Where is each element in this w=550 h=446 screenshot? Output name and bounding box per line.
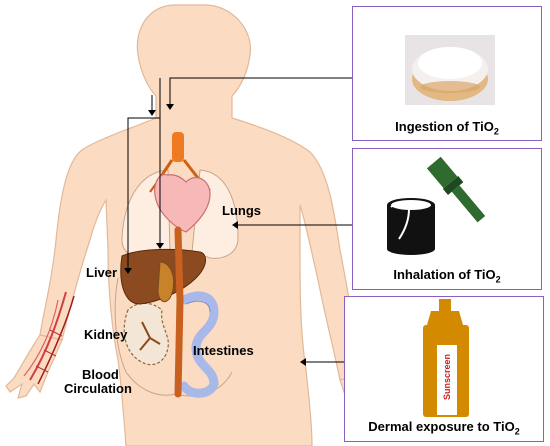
dermal-caption: Dermal exposure to TiO2 (345, 419, 543, 437)
arrowheads (124, 104, 174, 274)
dermal-sub: 2 (514, 426, 520, 437)
heart-graphic (154, 174, 211, 233)
inhalation-panel: Inhalation of TiO2 (352, 148, 542, 290)
inhalation-text: Inhalation of TiO (393, 267, 496, 282)
lungs-label: Lungs (222, 203, 261, 218)
donut-image (405, 35, 495, 105)
ingestion-connector-lines (127, 77, 352, 270)
dermal-text: Dermal exposure to TiO (368, 419, 515, 434)
blood-label: Blood (82, 367, 119, 382)
dermal-connector (300, 358, 344, 366)
inhalation-sub: 2 (495, 274, 501, 285)
blood-circulation-label: Blood Circulation (64, 368, 132, 396)
paint-can-brush-image (387, 156, 486, 255)
sunscreen-bottle-image (423, 299, 469, 417)
intestines-graphic (179, 291, 219, 398)
inhalation-caption: Inhalation of TiO2 (353, 267, 541, 285)
arm-blood-vessels (23, 291, 75, 385)
stomach-graphic (157, 261, 175, 303)
inhalation-connector (232, 221, 352, 229)
ingestion-caption: Ingestion of TiO2 (353, 119, 541, 137)
kidney-label: Kidney (84, 327, 128, 342)
liver-label: Liver (86, 265, 118, 280)
kidney-graphic (123, 302, 169, 366)
sunscreen-label: Sunscreen (442, 353, 452, 400)
esophagus-graphic (174, 226, 184, 398)
dermal-panel: Sunscreen Dermal exposure to TiO2 (344, 296, 544, 442)
ingestion-text: Ingestion of TiO (395, 119, 494, 134)
ingestion-panel: Ingestion of TiO2 (352, 6, 542, 141)
ingestion-sub: 2 (493, 126, 499, 137)
circulation-label: Circulation (64, 381, 132, 396)
intestines-label: Intestines (193, 343, 254, 358)
